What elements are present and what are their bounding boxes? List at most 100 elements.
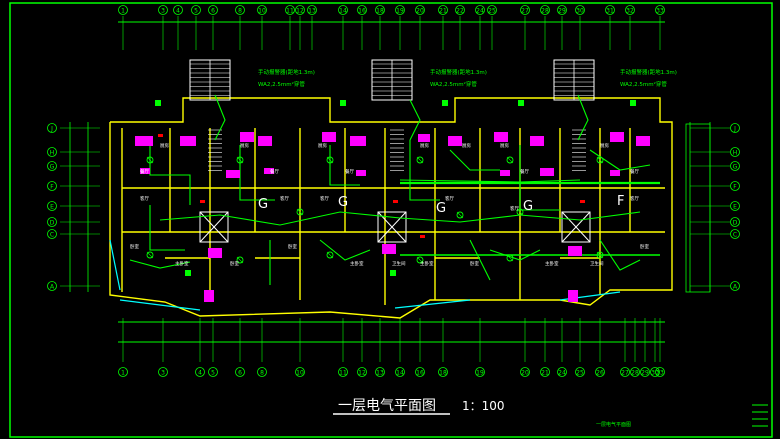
axis-bubble bbox=[285, 5, 295, 15]
axis-bubble bbox=[257, 5, 267, 15]
wire-run bbox=[329, 145, 360, 186]
axis-bubble bbox=[730, 229, 740, 239]
fixture-block bbox=[356, 170, 366, 176]
axis-number-top: 33 bbox=[656, 8, 664, 15]
room-label: 餐厅 bbox=[630, 168, 639, 175]
fixture-block bbox=[240, 132, 254, 142]
light-fixture bbox=[236, 156, 244, 164]
room-label: 餐厅 bbox=[270, 168, 279, 175]
axis-number-top: 3 bbox=[161, 8, 165, 15]
fixture-accent bbox=[420, 235, 425, 238]
fixture-block bbox=[135, 136, 153, 146]
wire-run bbox=[519, 145, 560, 211]
room-label: 厨房 bbox=[240, 142, 249, 149]
axis-bubble bbox=[475, 367, 485, 377]
light-fixture bbox=[416, 256, 424, 264]
axis-letter: H bbox=[50, 150, 55, 157]
axis-letter: C bbox=[733, 232, 737, 239]
axis-number-top: 31 bbox=[606, 8, 614, 15]
electrical-fixtures bbox=[135, 132, 650, 302]
note-mid-1: 手动报警器(距地1.3m) bbox=[430, 68, 487, 76]
axis-bubble bbox=[575, 367, 585, 377]
room-label: 厨房 bbox=[462, 142, 471, 149]
fixture-block bbox=[382, 244, 396, 254]
axis-bubble bbox=[557, 5, 567, 15]
fixture-accent bbox=[580, 200, 585, 203]
axis-letter: C bbox=[50, 232, 54, 239]
junction-box bbox=[630, 100, 636, 106]
fixture-accent bbox=[158, 134, 163, 137]
axis-letter: F bbox=[50, 184, 54, 191]
axis-bubble bbox=[595, 367, 605, 377]
wire-run bbox=[129, 259, 191, 269]
panel-mark: G bbox=[258, 197, 268, 212]
axis-bubble bbox=[640, 367, 650, 377]
axis-letter: D bbox=[733, 220, 738, 227]
axis-number-top: 30 bbox=[576, 8, 584, 15]
room-label: 卧室 bbox=[470, 260, 479, 267]
axis-bubble bbox=[655, 367, 665, 377]
axis-bubble bbox=[730, 217, 740, 227]
axis-bubble bbox=[655, 5, 665, 15]
axis-number-top: 19 bbox=[396, 8, 404, 15]
wire-run bbox=[489, 249, 541, 261]
axis-bubble bbox=[357, 367, 367, 377]
axis-number-bottom: 5 bbox=[211, 370, 215, 377]
panel-mark: G bbox=[436, 201, 446, 216]
wire-run bbox=[409, 99, 421, 141]
room-label: 卧室 bbox=[130, 243, 139, 250]
wire-run bbox=[409, 140, 440, 201]
room-label: 餐厅 bbox=[140, 168, 149, 175]
light-fixture bbox=[326, 156, 334, 164]
room-label: 卫生间 bbox=[392, 260, 406, 267]
axis-bubble bbox=[730, 161, 740, 171]
room-label: 卧室 bbox=[640, 243, 649, 250]
light-fixture bbox=[456, 211, 464, 219]
fixture-block bbox=[350, 136, 366, 146]
axis-number-top: 10 bbox=[258, 8, 266, 15]
note-right-1: 手动报警器(距地1.3m) bbox=[620, 68, 677, 76]
axis-number-top: 14 bbox=[339, 8, 347, 15]
light-fixture bbox=[416, 156, 424, 164]
axis-letter: J bbox=[733, 126, 736, 133]
axis-number-bottom: 12 bbox=[358, 370, 366, 377]
axis-number-top: 18 bbox=[376, 8, 384, 15]
note-right-2: WA2,2.5mm²穿管 bbox=[620, 80, 667, 88]
light-fixture bbox=[146, 251, 154, 259]
axis-bubble bbox=[195, 367, 205, 377]
axis-number-top: 8 bbox=[238, 8, 242, 15]
axis-number-bottom: 24 bbox=[558, 370, 566, 377]
room-label: 主卧室 bbox=[545, 260, 559, 267]
room-label: 客厅 bbox=[510, 205, 519, 212]
light-fixture bbox=[146, 156, 154, 164]
axis-number-bottom: 30 bbox=[651, 370, 659, 377]
axis-number-top: 1 bbox=[121, 8, 125, 15]
axis-number-bottom: 3 bbox=[161, 370, 165, 377]
axis-bubble bbox=[158, 367, 168, 377]
axis-bubble bbox=[118, 5, 128, 15]
fixture-block bbox=[258, 136, 272, 146]
axis-number-bottom: 29 bbox=[641, 370, 649, 377]
axis-bubble bbox=[47, 181, 57, 191]
axis-number-bottom: 8 bbox=[260, 370, 264, 377]
fixture-accent bbox=[393, 200, 398, 203]
axis-number-top: 5 bbox=[194, 8, 198, 15]
axis-bubble bbox=[235, 5, 245, 15]
fixture-accent bbox=[200, 200, 205, 203]
drawing-frame bbox=[9, 2, 773, 438]
axis-number-top: 27 bbox=[521, 8, 529, 15]
axis-bubble bbox=[438, 367, 448, 377]
axis-bubble bbox=[257, 367, 267, 377]
room-label: 厨房 bbox=[600, 142, 609, 149]
axis-bubble bbox=[47, 217, 57, 227]
axis-bubble bbox=[47, 281, 57, 291]
window-strip bbox=[109, 239, 121, 291]
axis-letter: E bbox=[733, 204, 737, 211]
room-label: 客厅 bbox=[140, 195, 149, 202]
note-left-2: WA2,2.5mm²穿管 bbox=[258, 80, 305, 88]
axis-bubble bbox=[630, 367, 640, 377]
axis-bubble bbox=[605, 5, 615, 15]
fixture-block bbox=[568, 246, 582, 256]
room-labels: 厨房餐厅客厅卧室主卧室卧室厨房餐厅客厅卧室厨房餐厅客厅主卧室卫生间厨房厨房客厅主… bbox=[130, 142, 649, 267]
junction-box bbox=[518, 100, 524, 106]
